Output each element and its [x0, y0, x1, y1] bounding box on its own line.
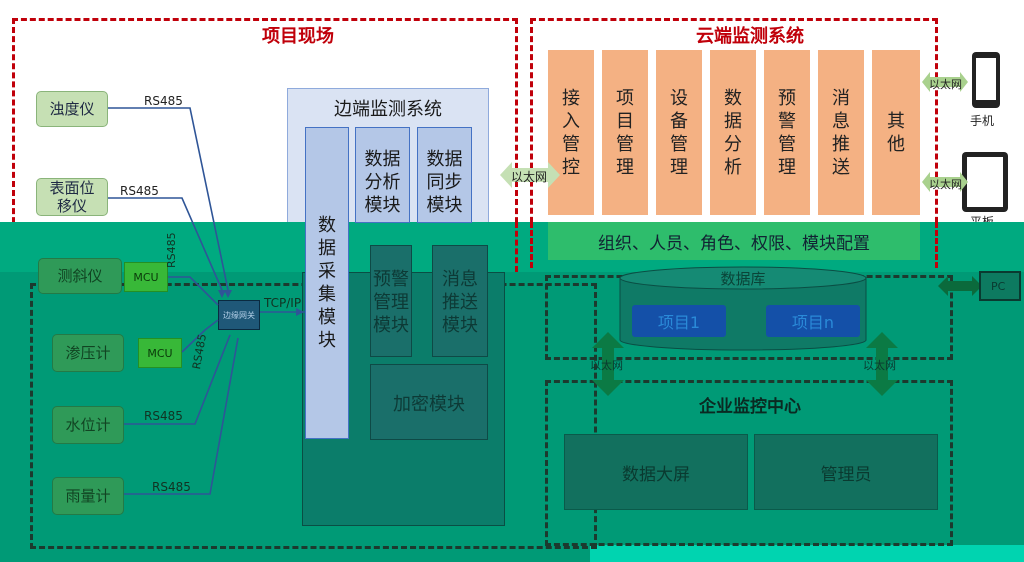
- enterprise-admin: 管理员: [754, 434, 938, 510]
- sensor-inclinometer: 测斜仪: [38, 258, 122, 294]
- rs485-label-turbidity: RS485: [144, 94, 183, 108]
- rs485-label-water: RS485: [144, 409, 183, 423]
- edge-cloud-link-label: 以太网: [511, 170, 548, 184]
- edge-module-sync: 数据 同步 模块: [417, 127, 472, 223]
- cloud-module-other: 其 他: [872, 50, 920, 215]
- phone-label: 手机: [970, 114, 995, 128]
- database-title: 数据库: [720, 270, 766, 288]
- edge-module-alarm: 预警 管理 模块: [370, 245, 412, 357]
- sensor-piezometer: 渗压计: [52, 334, 124, 372]
- mcu-piezometer: MCU: [138, 338, 182, 368]
- edge-gateway: 边缘网关: [218, 300, 260, 330]
- db-enterprise-right-label: 以太网: [863, 359, 896, 372]
- cloud-frame-right-edge: [935, 222, 938, 268]
- edge-system-title: 边端监测系统: [334, 99, 442, 120]
- pc-icon: [979, 271, 1021, 301]
- sensor-turbidity: 浊度仪: [36, 91, 108, 127]
- edge-module-analysis: 数据 分析 模块: [355, 127, 410, 223]
- sensor-water-level: 水位计: [52, 406, 124, 444]
- enterprise-title: 企业监控中心: [699, 397, 801, 417]
- cloud-module-alarm: 预 警 管 理: [764, 50, 810, 215]
- tcpip-label: TCP/IP: [264, 296, 302, 310]
- cloud-module-device: 设 备 管 理: [656, 50, 702, 215]
- edge-gateway-label: 边缘网关: [223, 310, 255, 320]
- sensor-rain-gauge: 雨量计: [52, 477, 124, 515]
- tablet-link-label: 以太网: [929, 178, 962, 191]
- overlay-band-light: [590, 545, 1024, 562]
- enterprise-frame: [545, 380, 953, 546]
- site-frame-right-edge: [515, 222, 518, 272]
- cloud-frame-left-edge: [530, 222, 533, 268]
- edge-module-push: 消息 推送 模块: [432, 245, 488, 357]
- db-enterprise-left-label: 以太网: [590, 359, 623, 372]
- rs485-label-rain: RS485: [152, 480, 191, 494]
- rs485-label-surface: RS485: [120, 184, 159, 198]
- pc-label: PC: [991, 280, 1006, 293]
- rs485-label-inclinometer: RS485: [165, 232, 178, 268]
- edge-module-encrypt: 加密模块: [370, 364, 488, 440]
- sensor-surface-displacement: 表面位 移仪: [36, 178, 108, 216]
- arrow-db-enterprise-left-icon: [592, 332, 624, 396]
- cloud-module-analysis: 数 据 分 析: [710, 50, 756, 215]
- config-bar: 组织、人员、角色、权限、模块配置: [548, 222, 920, 260]
- database-project-1: 项目1: [632, 305, 726, 337]
- mcu-inclinometer: MCU: [124, 262, 168, 292]
- enterprise-big-screen: 数据大屏: [564, 434, 748, 510]
- arrow-tablet-icon: [922, 172, 968, 192]
- cloud-module-access: 接 入 管 控: [548, 50, 594, 215]
- edge-module-collect: 数据采集模块: [305, 127, 349, 439]
- site-title: 项目现场: [262, 26, 334, 47]
- arrow-pc-icon: [938, 276, 982, 296]
- cloud-module-project: 项 目 管 理: [602, 50, 648, 215]
- phone-link-label: 以太网: [929, 78, 962, 91]
- arrow-edge-cloud-icon: [500, 162, 560, 188]
- database-project-n: 项目n: [766, 305, 860, 337]
- arrow-db-enterprise-right-icon: [866, 332, 898, 396]
- cloud-title: 云端监测系统: [696, 26, 804, 47]
- cloud-module-push: 消 息 推 送: [818, 50, 864, 215]
- arrow-phone-icon: [922, 72, 968, 92]
